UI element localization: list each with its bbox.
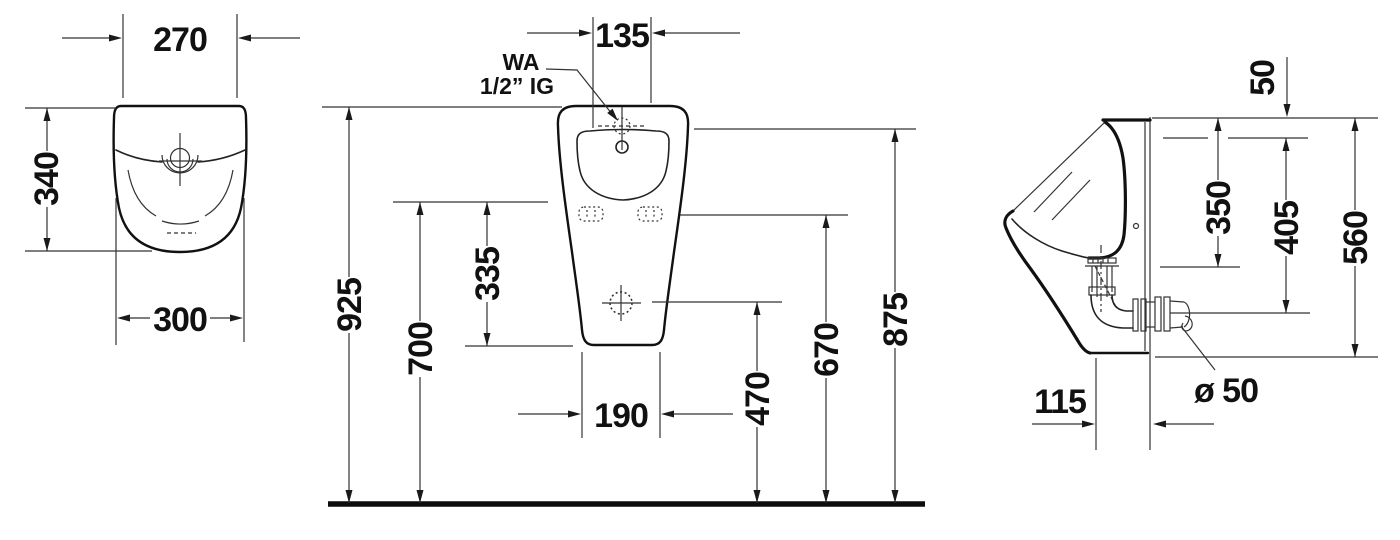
front-view-bowl-rim xyxy=(576,128,670,201)
dim-300-label: 300 xyxy=(153,301,207,339)
dim-875: 875 xyxy=(877,129,915,503)
top-view-bowl-right xyxy=(204,169,234,217)
siphon-assembly xyxy=(1085,245,1193,332)
dim-340: 340 xyxy=(25,107,152,252)
fixing-hole-left xyxy=(578,206,604,222)
dim-135: 135 xyxy=(527,17,740,128)
pipe-coupling-1 xyxy=(1132,298,1139,332)
dim-270: 270 xyxy=(62,14,300,98)
front-view-outline xyxy=(556,104,690,347)
dim-340-label: 340 xyxy=(28,152,66,206)
dim-700: 700 xyxy=(402,202,440,503)
fixing-hole-right xyxy=(637,206,663,222)
dim-190-label: 190 xyxy=(594,397,648,435)
dim-560-label: 560 xyxy=(1337,211,1375,265)
dim-470-label: 470 xyxy=(739,372,777,426)
pipe-ring-1 xyxy=(1154,296,1162,332)
dim-135-label: 135 xyxy=(595,17,649,55)
dim-670-label: 670 xyxy=(808,323,846,377)
dim-700-label: 700 xyxy=(402,322,440,376)
top-view: 270 340 300 xyxy=(25,14,300,345)
side-surface-mark-1 xyxy=(1051,179,1091,221)
dim-875-label: 875 xyxy=(877,293,915,347)
dim-560: 560 xyxy=(1337,118,1375,357)
outlet-diameter-note: ø 50 xyxy=(1180,325,1259,410)
water-inlet-mark xyxy=(598,107,646,150)
top-view-rim-left xyxy=(115,149,163,163)
dim-115-label: 115 xyxy=(1034,383,1086,421)
side-rim-slope xyxy=(1012,121,1106,212)
pipe-ring-2 xyxy=(1163,296,1171,332)
dim-405-label: 405 xyxy=(1268,201,1306,255)
pipe-coupling-2 xyxy=(1140,298,1147,332)
top-view-bowl-left xyxy=(127,169,157,217)
front-view: WA 1/2” IG 135 925 xyxy=(322,17,925,507)
dim-925-label: 925 xyxy=(331,278,369,332)
elbow-inner xyxy=(1111,294,1134,312)
dim-670: 670 xyxy=(808,215,846,503)
pipe-end-cap xyxy=(1183,301,1191,328)
note-leader-line xyxy=(545,68,617,120)
outlet-leader-line xyxy=(1180,325,1216,371)
top-view-bowl-bottom xyxy=(161,220,200,225)
dim-470: 470 xyxy=(739,302,777,503)
dim-350: 350 xyxy=(1200,118,1238,267)
side-surface-mark-2 xyxy=(1033,171,1073,213)
dim-270-label: 270 xyxy=(153,21,207,59)
outlet-diameter-label: ø 50 xyxy=(1194,372,1258,410)
side-bowl-back xyxy=(1087,120,1127,260)
side-front-face xyxy=(1003,209,1092,355)
top-view-rim-right xyxy=(197,149,246,163)
dim-50-label: 50 xyxy=(1244,60,1282,96)
water-connection-note: WA 1/2” IG xyxy=(480,49,618,121)
dim-335-label: 335 xyxy=(469,247,507,301)
side-view: 50 350 405 xyxy=(1003,57,1378,450)
top-view-outline xyxy=(112,104,248,254)
dim-50: 50 xyxy=(1244,57,1291,117)
dim-925: 925 xyxy=(331,107,369,503)
dim-115: 115 xyxy=(1032,358,1214,450)
note-leader-arrow xyxy=(607,108,618,121)
dim-405: 405 xyxy=(1268,138,1306,313)
dim-350-label: 350 xyxy=(1200,181,1238,235)
dim-300: 300 xyxy=(115,198,245,345)
elbow-outer xyxy=(1090,294,1134,329)
dim-190: 190 xyxy=(518,352,733,438)
drain-mark xyxy=(602,285,641,321)
note-wa: WA xyxy=(502,49,539,75)
side-bowl-front xyxy=(1011,218,1090,259)
back-detail-hole xyxy=(1132,222,1140,230)
note-half-inch: 1/2” IG xyxy=(480,73,554,99)
dim-335: 335 xyxy=(469,202,507,346)
